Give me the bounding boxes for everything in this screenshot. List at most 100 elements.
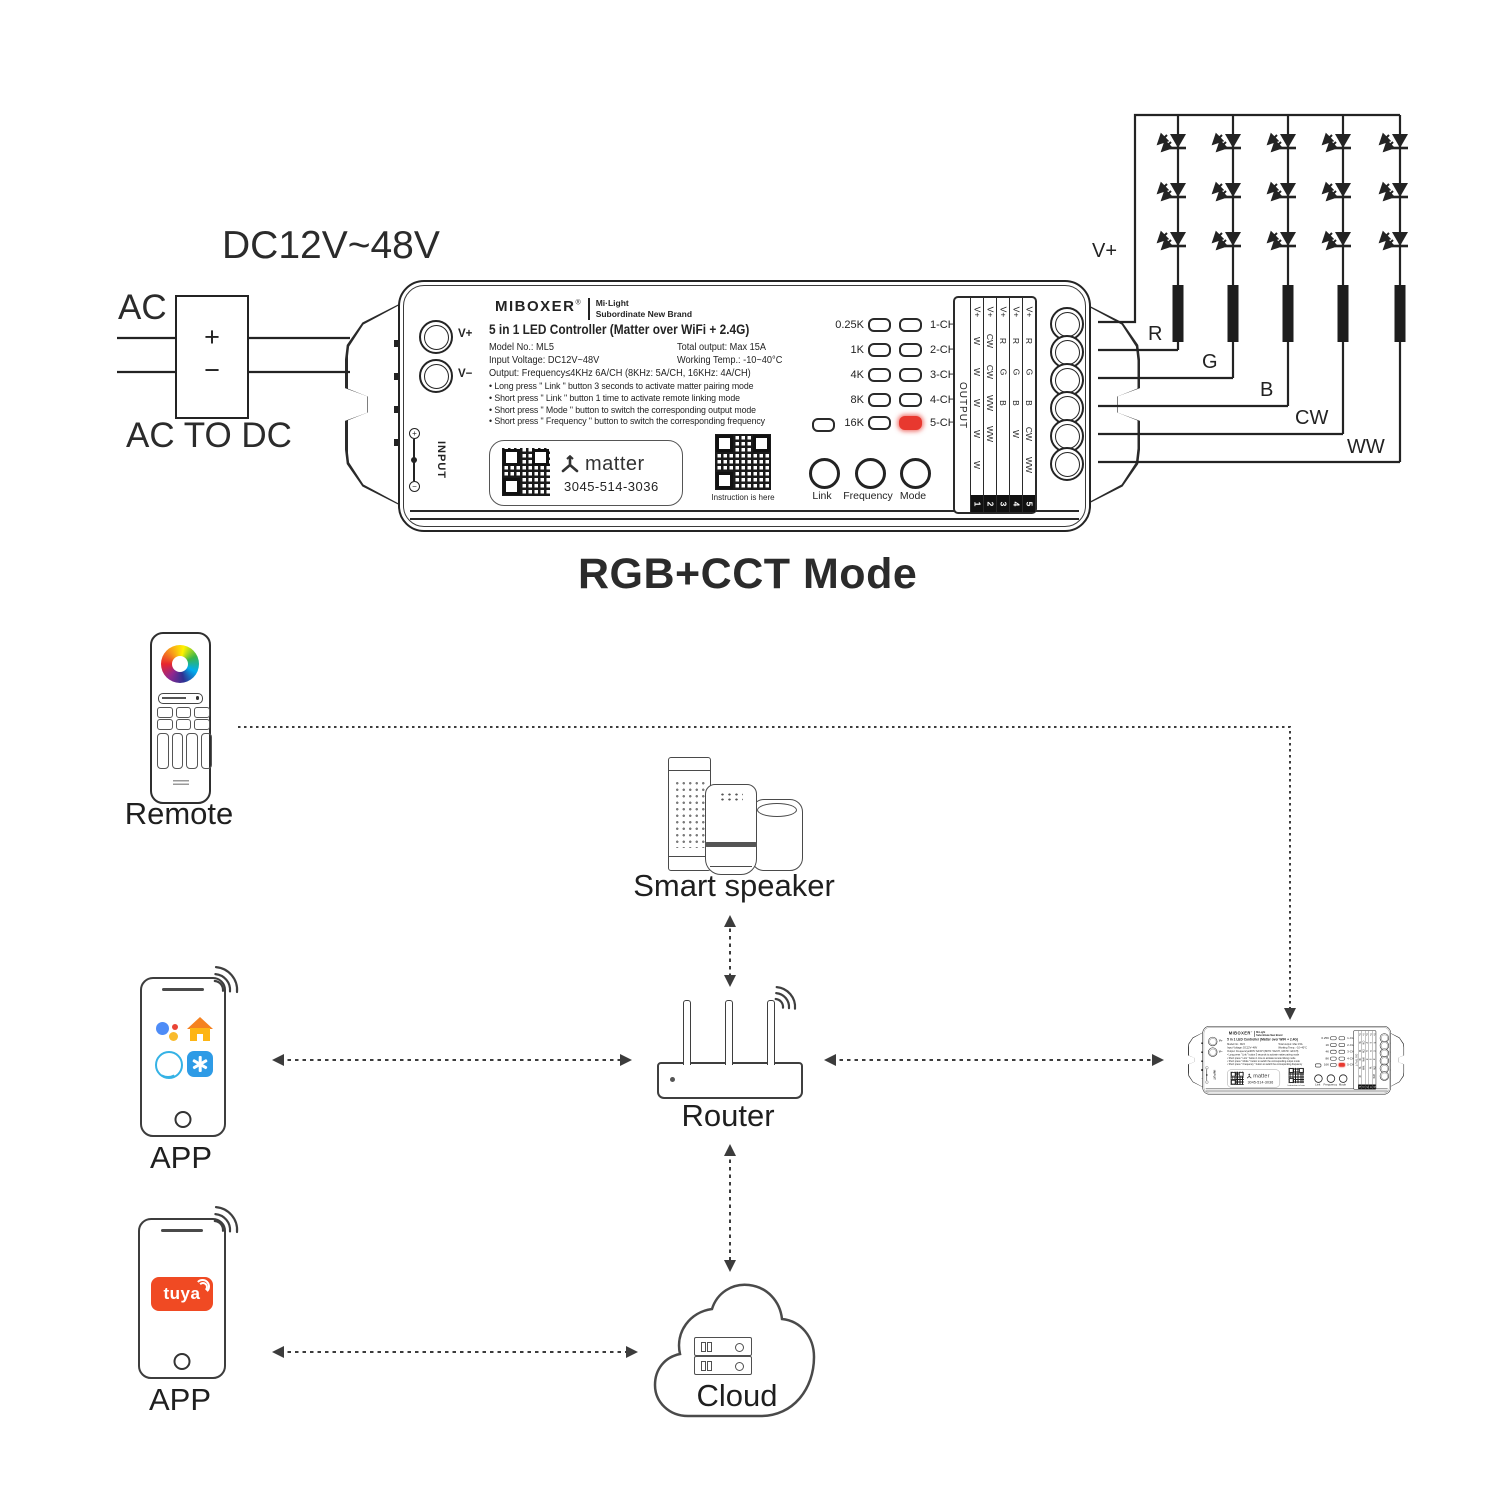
bullet-3: Short press " Mode " button to switch th… [1227, 1060, 1302, 1063]
input-plus-icon: + [409, 428, 420, 439]
output-col-5: V+ R G B CW WW 5 [1372, 1030, 1376, 1090]
wire-label-cw: CW [1295, 407, 1329, 429]
indicator-row-3: 4K 3-CH [804, 368, 956, 382]
input-minus-icon: − [409, 481, 420, 492]
matter-qr-code [502, 448, 550, 496]
bullet-2: Short press " Link " button 1 time to ac… [1227, 1057, 1302, 1060]
vminus-label: V− [458, 368, 473, 380]
link-button [1314, 1074, 1323, 1083]
cloud-label: Cloud [696, 1378, 778, 1413]
bullet-2: Short press " Link " button 1 time to ac… [489, 393, 765, 405]
ch-label-4: 4-CH [930, 394, 956, 406]
input-label: INPUT [435, 441, 447, 479]
case-seam [410, 510, 1079, 520]
qr-caption: Instruction is here [1287, 1083, 1305, 1087]
spec-model: Model No.: ML5 [489, 342, 554, 353]
matter-wordmark: matter [1253, 1073, 1270, 1080]
channel-led-icon [1338, 1043, 1345, 1047]
freq-led-icon [1330, 1062, 1337, 1067]
google-assistant-icon [155, 1017, 181, 1043]
freq-led-icon [1330, 1049, 1337, 1054]
wire-label-g: G [1202, 351, 1218, 373]
remote-button-row-1 [157, 707, 210, 718]
remote-zone-buttons [157, 733, 212, 769]
frequency-button-label: Frequency [1323, 1083, 1338, 1087]
output-terminal-6 [1050, 447, 1084, 481]
wire-label-b: B [1260, 379, 1274, 401]
matter-qr-pill: matter 3045-514-3036 [489, 440, 683, 506]
color-wheel-icon [161, 645, 199, 683]
mounting-ear-left [345, 302, 403, 507]
channel-led-icon [1338, 1049, 1345, 1054]
wire-label-ww: WW [1347, 436, 1385, 458]
freq-led-icon [1330, 1036, 1337, 1041]
cloud-server-icon [694, 1356, 752, 1375]
spec-output: Output: Frequency≤4KHz 6A/CH (8KHz: 5A/C… [489, 368, 751, 379]
indicator-row-2: 1K 2-CH [804, 343, 956, 357]
mode-button [900, 458, 931, 489]
input-label: INPUT [1212, 1069, 1216, 1081]
brand-sub2: Subordinate New Brand [595, 309, 693, 320]
phone-speaker-icon [161, 1229, 203, 1232]
router-label: Router [681, 1098, 775, 1133]
app-icon-grid [155, 1017, 213, 1079]
mode-button-label: Mode [1338, 1083, 1347, 1087]
output-col-1: V+ W W W W W 1 [970, 298, 984, 512]
channel-led-icon [1338, 1036, 1345, 1041]
ch-label-3: 3-CH [930, 369, 956, 381]
instruction-qr-code [1288, 1067, 1304, 1084]
controller-body: V+ V− + − INPUT MIBOXER® Mi·Light Subord… [398, 280, 1091, 532]
vplus-label: V+ [1218, 1039, 1223, 1043]
freq-led-icon [1330, 1056, 1337, 1061]
indicator-row-4: 8K 4-CH [1313, 1056, 1354, 1061]
freq-label-4k: 4K [1325, 1050, 1330, 1054]
brand-block: MIBOXER® Mi·Light Subordinate New Brand [495, 298, 693, 321]
brand-logo: MIBOXER [1228, 1030, 1251, 1036]
ch-label-1: 1-CH [1347, 1036, 1355, 1040]
matter-logo: matter [560, 453, 645, 476]
input-terminal-vplus [1208, 1036, 1218, 1047]
registered-mark: ® [1250, 1031, 1253, 1034]
matter-logo-icon [1246, 1073, 1252, 1079]
converter-plus: + [204, 322, 220, 352]
ac-label: AC [118, 288, 167, 327]
channel-led-icon [1338, 1056, 1345, 1061]
channel-led-active-icon [1338, 1062, 1345, 1067]
bullet-4: Short press " Frequency " button to swit… [489, 416, 765, 428]
freq-led-icon [868, 368, 891, 382]
tuya-logo: tuya [151, 1277, 213, 1311]
home-button-icon [174, 1111, 192, 1128]
smart-speaker-home-icon [705, 784, 757, 875]
router-led-icon [670, 1077, 675, 1082]
output-mode-table: OUTPUT V+ W W W W W 1 V+ CW CW WW WW [1353, 1030, 1377, 1090]
input-connector-icon [410, 457, 417, 463]
freq-label-8k: 8K [1325, 1057, 1330, 1061]
output-col-3: V+ R G B 3 [1365, 1030, 1369, 1090]
freq-label-16k: 16K [1323, 1063, 1330, 1067]
home-button-icon [173, 1353, 191, 1370]
spec-input-voltage: Input Voltage: DC12V~48V [489, 355, 600, 366]
instruction-qr-code [715, 434, 771, 490]
frequency-button [855, 458, 886, 489]
tuya-wordmark: tuya [163, 1284, 201, 1303]
remote-logo-icon [172, 780, 189, 786]
indicator-row-4: 8K 4-CH [804, 393, 956, 407]
matter-pairing-code: 3045-514-3036 [1247, 1080, 1274, 1085]
mode-button [1338, 1074, 1348, 1083]
product-title: 5 in 1 LED Controller (Matter over WiFi … [1227, 1037, 1298, 1042]
mounting-ear-left [1188, 1031, 1204, 1088]
freq-label-025k: 0.25K [835, 319, 864, 331]
alexa-icon [155, 1051, 183, 1079]
output-col-1: V+ W W W W W 1 [1358, 1030, 1362, 1090]
matter-qr-pill: matter 3045-514-3036 [1227, 1069, 1280, 1088]
channel-led-icon [899, 368, 922, 382]
spec-output: Output: Frequency≤4KHz 6A/CH (8KHz: 5A/C… [1227, 1049, 1299, 1053]
ch-label-1: 1-CH [930, 319, 956, 331]
mounting-ear-right [1388, 1031, 1405, 1088]
remote-control [150, 632, 212, 804]
indicator-row-5: 16K 5-CH [804, 416, 956, 430]
link-button [809, 458, 840, 489]
case-seam [1205, 1088, 1388, 1092]
smart-speaker-pod-icon [751, 799, 803, 871]
mode-button-label: Mode [899, 490, 927, 502]
